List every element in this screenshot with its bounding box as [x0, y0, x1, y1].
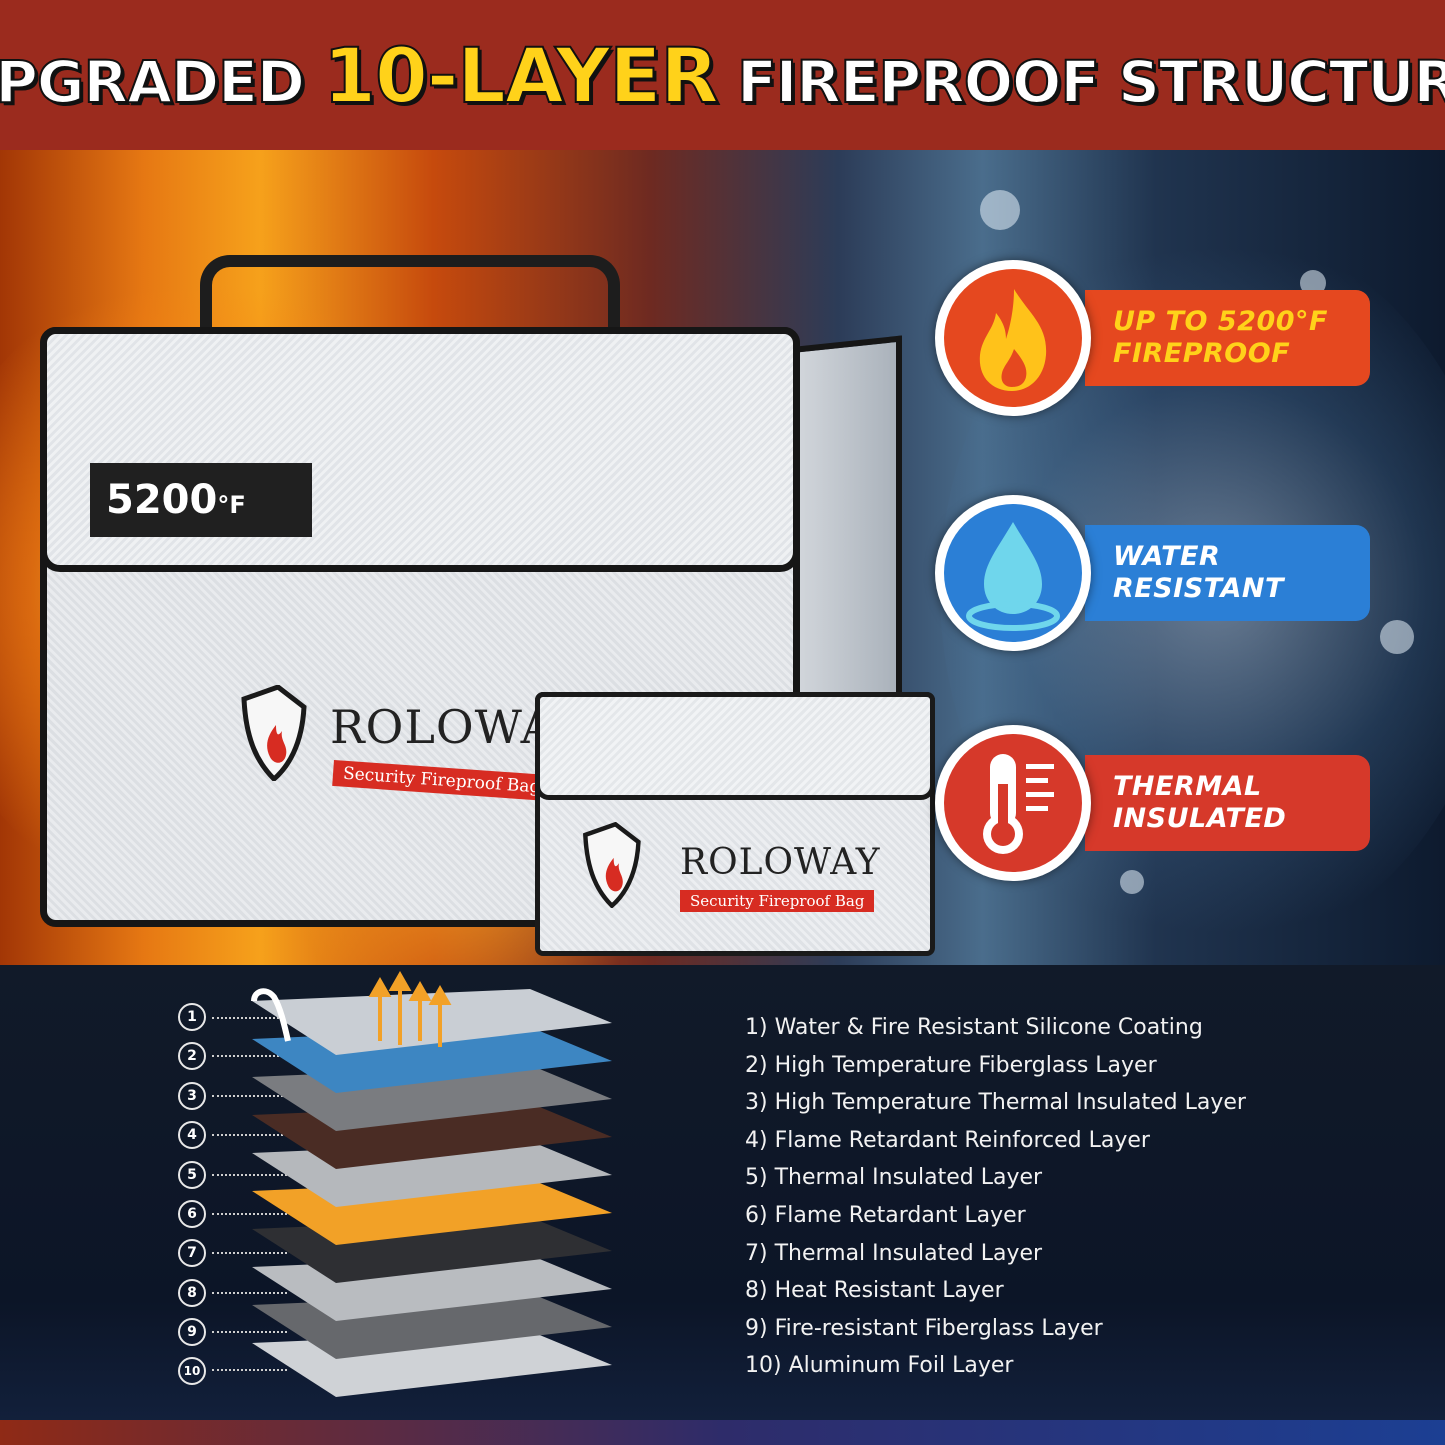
layer-description: 7) Thermal Insulated Layer: [745, 1240, 1043, 1266]
water-droplet: [980, 190, 1020, 230]
brand-logo: [238, 684, 308, 785]
bottom-accent-bar: [0, 1420, 1445, 1445]
layer-description: 10) Aluminum Foil Layer: [745, 1353, 1014, 1379]
feature-pill: WATER RESISTANT: [1085, 525, 1370, 621]
page-title: UPGRADED 10-LAYER FIREPROOF STRUCTURE: [0, 30, 1445, 121]
layer-number: 6: [178, 1200, 206, 1228]
feature-pill: UP TO 5200°F FIREPROOF: [1085, 290, 1370, 386]
small-fireproof-pouch: ROLOWAY Security Fireproof Bag: [535, 692, 935, 956]
feature-line-1: WATER: [1113, 541, 1221, 572]
title-prefix: UPGRADED: [0, 47, 306, 117]
feature-line-2: FIREPROOF: [1113, 338, 1291, 369]
shield-icon: [583, 821, 641, 909]
layer-leader-line: [212, 1017, 287, 1019]
temperature-unit: °F: [217, 491, 246, 519]
layer-number: 7: [178, 1239, 206, 1267]
thermometer-icon: [944, 734, 1082, 872]
layer-description: 5) Thermal Insulated Layer: [745, 1165, 1043, 1191]
pouch-brand-logo: [580, 821, 642, 912]
feature-badge: [935, 725, 1091, 881]
pouch-brand-name: ROLOWAY: [680, 842, 881, 883]
water-droplet: [1380, 620, 1414, 654]
layer-leader-line: [212, 1252, 287, 1254]
layer-number: 2: [178, 1042, 206, 1070]
large-fireproof-bag: 5200°F ROLOWAY Security Fireproof Bag: [40, 245, 902, 935]
temperature-value: 5200: [106, 477, 218, 523]
feature-badge: [935, 260, 1091, 416]
layer-leader-line: [212, 1369, 287, 1371]
layer-structure-section: 1 2 3 4 5 6 7 8 9 10: [0, 965, 1445, 1445]
heat-arrows-icon: [368, 971, 452, 1047]
layer-number: 3: [178, 1082, 206, 1110]
layer-stack-illustration: [240, 965, 640, 1445]
layer-leader-line: [212, 1055, 287, 1057]
title-suffix: FIREPROOF STRUCTURE: [736, 47, 1445, 117]
layer-sheet-1: [240, 983, 640, 1061]
layer-description: 3) High Temperature Thermal Insulated La…: [745, 1090, 1246, 1116]
layer-number-column: 1 2 3 4 5 6 7 8 9 10: [178, 965, 318, 1445]
layer-leader-line: [212, 1095, 287, 1097]
layer-leader-line: [212, 1134, 287, 1136]
layer-leader-line: [212, 1213, 287, 1215]
temperature-label: 5200°F: [90, 463, 312, 537]
layer-leader-line: [212, 1292, 287, 1294]
water-drop-icon: [944, 504, 1082, 642]
title-highlight: 10-LAYER: [322, 30, 720, 121]
feature-line-1: UP TO 5200°F: [1113, 306, 1328, 337]
layer-number: 1: [178, 1003, 206, 1031]
layer-number: 5: [178, 1161, 206, 1189]
feature-pill: THERMAL INSULATED: [1085, 755, 1370, 851]
layer-leader-line: [212, 1331, 287, 1333]
feature-line-2: RESISTANT: [1113, 573, 1284, 604]
layer-description: 9) Fire-resistant Fiberglass Layer: [745, 1315, 1103, 1341]
feature-badge: [935, 495, 1091, 651]
feature-thermal-insulated: THERMAL INSULATED: [935, 725, 1375, 885]
layer-description: 4) Flame Retardant Reinforced Layer: [745, 1127, 1150, 1153]
bag-handle: [200, 255, 620, 345]
layer-description: 1) Water & Fire Resistant Silicone Coati…: [745, 1015, 1203, 1040]
layer-description: 8) Heat Resistant Layer: [745, 1278, 1004, 1304]
feature-fireproof: UP TO 5200°F FIREPROOF: [935, 260, 1375, 420]
feature-line-2: INSULATED: [1113, 803, 1287, 834]
shield-icon: [241, 684, 307, 783]
water-droplet: [1120, 870, 1144, 894]
layer-number: 4: [178, 1121, 206, 1149]
title-banner: UPGRADED 10-LAYER FIREPROOF STRUCTURE: [0, 0, 1445, 150]
layer-leader-line: [212, 1174, 287, 1176]
product-hero: 5200°F ROLOWAY Security Fireproof Bag RO…: [0, 150, 1445, 965]
feature-water-resistant: WATER RESISTANT: [935, 495, 1375, 655]
flame-icon: [944, 269, 1082, 407]
pouch-flap: [535, 692, 935, 800]
layer-number: 10: [178, 1357, 206, 1385]
layer-number: 9: [178, 1318, 206, 1346]
layer-description-list: 1) Water & Fire Resistant Silicone Coati…: [745, 1009, 1385, 1385]
pouch-brand-tagline: Security Fireproof Bag: [680, 890, 875, 912]
layer-description: 2) High Temperature Fiberglass Layer: [745, 1052, 1157, 1078]
feature-line-1: THERMAL: [1113, 771, 1262, 802]
layer-description: 6) Flame Retardant Layer: [745, 1202, 1026, 1228]
layer-number: 8: [178, 1279, 206, 1307]
